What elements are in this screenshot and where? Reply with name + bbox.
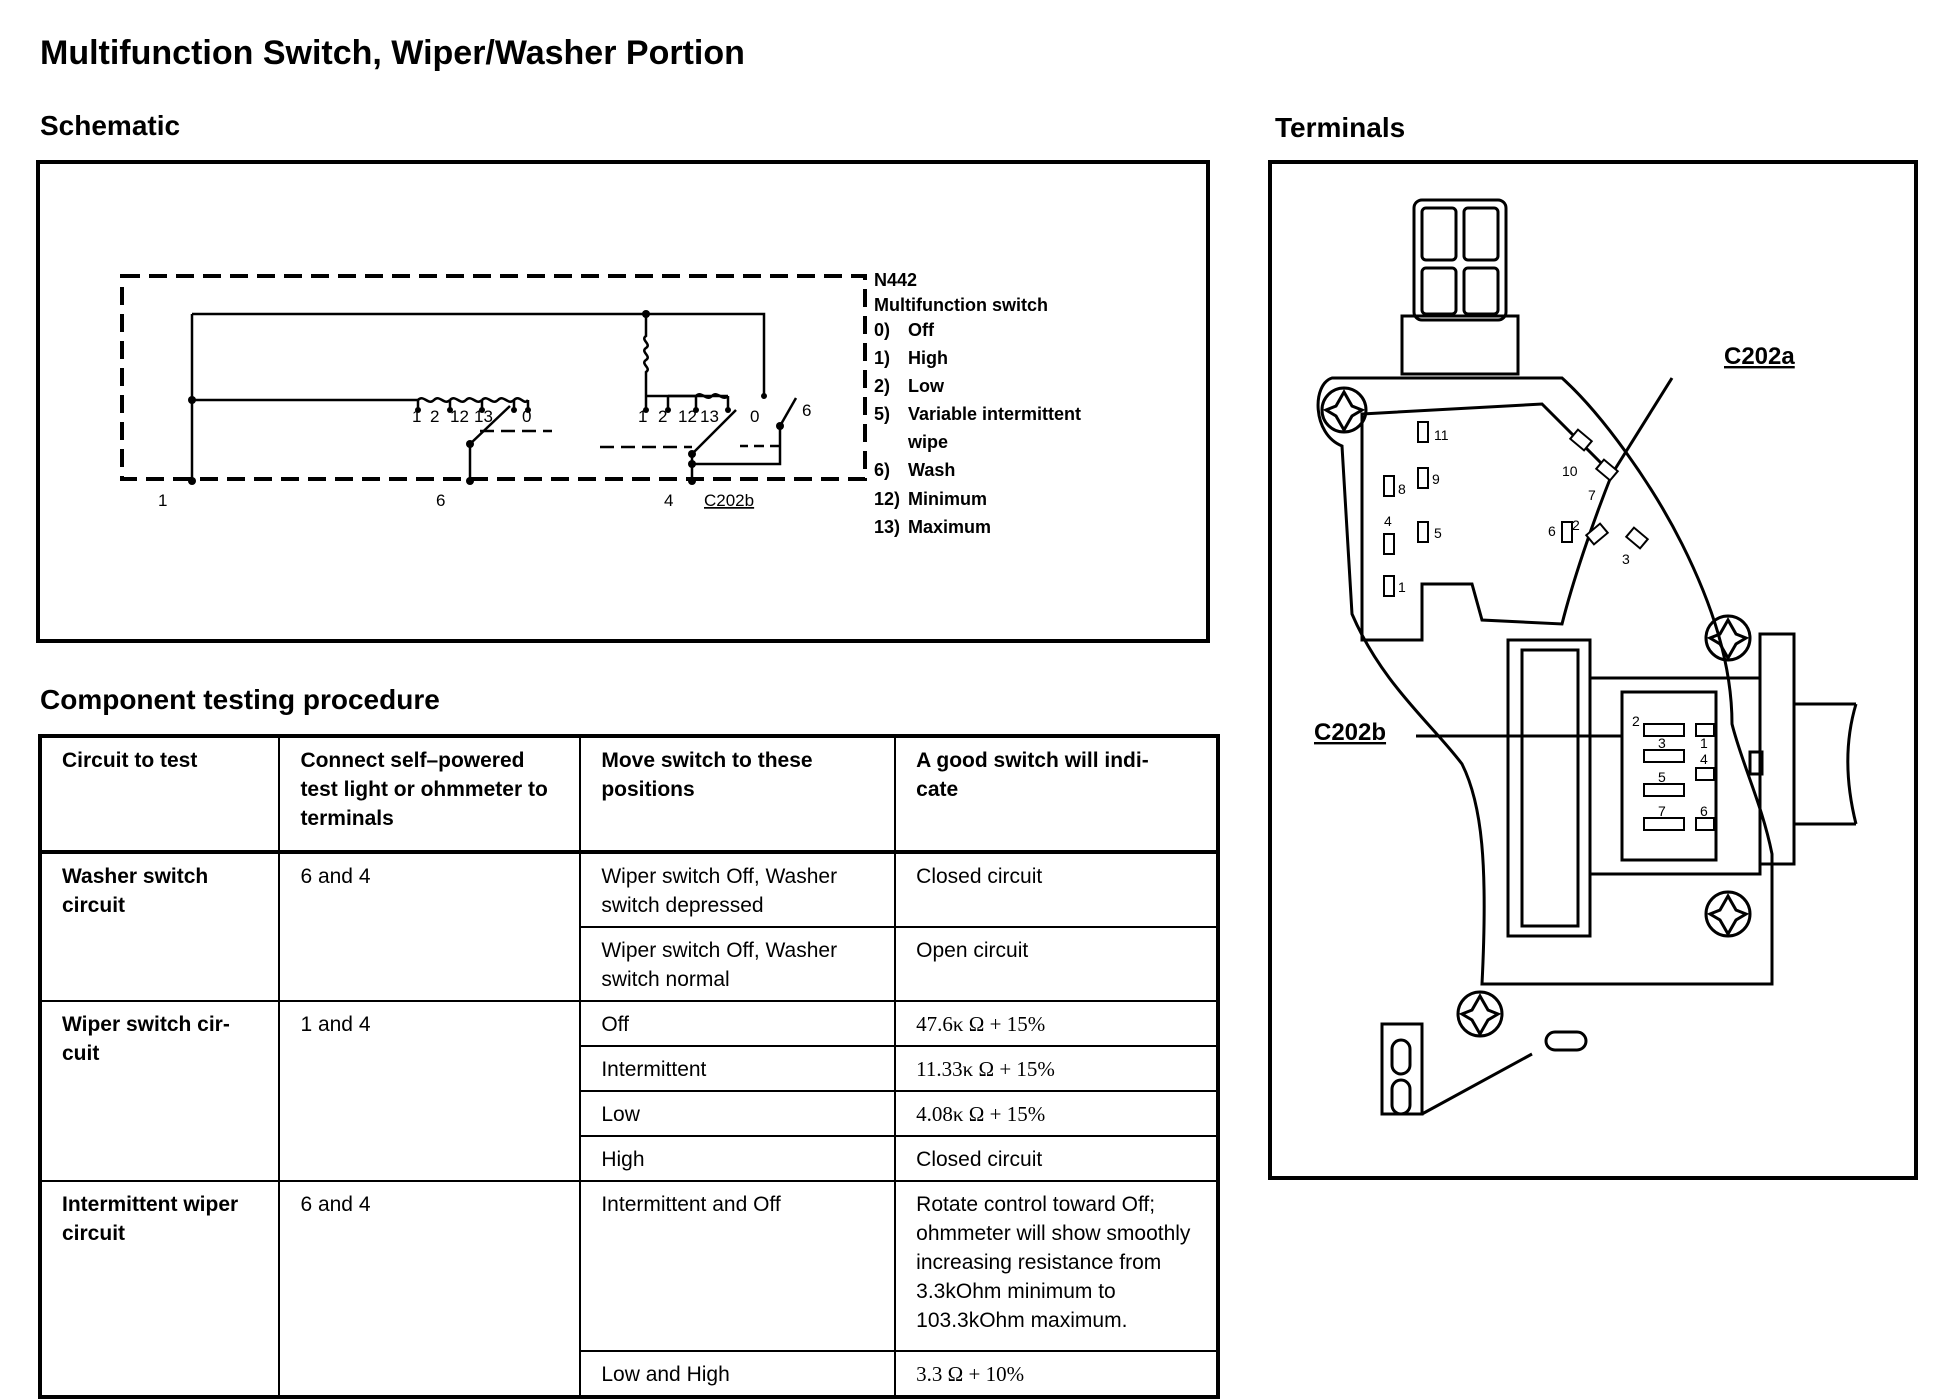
pin-label: 4 bbox=[1384, 513, 1392, 529]
terminals-cell: 6 and 4 bbox=[278, 1180, 582, 1398]
pin-label: 6 bbox=[1548, 523, 1556, 539]
contact-label: 2 bbox=[658, 407, 667, 426]
contact-label: 2 bbox=[430, 407, 439, 426]
connector-a-label: C202a bbox=[1724, 343, 1795, 370]
contact-label: 12 bbox=[450, 407, 469, 426]
result-cell: Closed circuit bbox=[894, 851, 1219, 928]
position-label: Maximum bbox=[908, 517, 991, 537]
wash-contact-label: 6 bbox=[802, 401, 811, 420]
pin-label: 2 bbox=[1632, 713, 1640, 729]
position-cell: Wiper switch Off, Washer switch depresse… bbox=[579, 851, 897, 928]
table-row: High Closed circuit bbox=[40, 1135, 1219, 1182]
position-label: wipe bbox=[907, 432, 948, 452]
column-header: Connect self–powered test light or ohmme… bbox=[278, 735, 582, 854]
schematic-heading: Schematic bbox=[40, 110, 181, 141]
position-num: 1) bbox=[874, 348, 890, 368]
column-header: A good switch will indi- cate bbox=[894, 735, 1219, 854]
contact-label: 1 bbox=[412, 407, 421, 426]
connector-label: C202b bbox=[704, 491, 754, 510]
pin-label: 8 bbox=[1398, 481, 1406, 497]
schematic-panel: 1 2 12 13 0 1 2 12 13 0 6 1 6 4 C202b N4… bbox=[36, 160, 1210, 643]
table-row: Washer switch circuit 6 and 4 Wiper swit… bbox=[38, 851, 1219, 1002]
component-name: Multifunction switch bbox=[874, 295, 1048, 315]
circuit-cell: Washer switch circuit bbox=[38, 851, 281, 1002]
result-cell: Closed circuit bbox=[894, 1135, 1219, 1182]
pin-label: 9 bbox=[1432, 471, 1440, 487]
position-cell: Low bbox=[579, 1090, 897, 1137]
result-cell: Rotate control toward Off; ohmmeter will… bbox=[894, 1180, 1219, 1352]
connector-b-label: C202b bbox=[1314, 719, 1386, 746]
position-label: Low bbox=[908, 376, 945, 396]
pin-label: 3 bbox=[1658, 735, 1666, 751]
position-cell: Intermittent and Off bbox=[579, 1180, 897, 1352]
position-list: 0) Off 1) High 2) Low 5) Variable interm… bbox=[874, 320, 1081, 537]
table-header-row: Circuit to test Connect self–powered tes… bbox=[38, 735, 1219, 854]
position-cell: Low and High bbox=[579, 1350, 897, 1398]
circuit-cell: Intermittent wiper circuit bbox=[38, 1180, 281, 1398]
pin-label: 4 bbox=[664, 491, 673, 510]
circuit-cell: Wiper switch cir- cuit bbox=[38, 1000, 281, 1182]
pin-label: 1 bbox=[1700, 735, 1708, 751]
component-id: N442 bbox=[874, 270, 917, 290]
position-num: 6) bbox=[874, 460, 890, 480]
terminals-drawing: 11 9 8 4 5 1 10 7 6 2 3 2 1 3 4 5 7 6 C2… bbox=[1314, 198, 1858, 1116]
position-cell: Wiper switch Off, Washer switch normal bbox=[579, 926, 897, 1002]
pin-label: 2 bbox=[1572, 517, 1580, 533]
result-cell: 11.33κ Ω + 15% bbox=[894, 1045, 1219, 1092]
column-header: Move switch to these positions bbox=[579, 735, 897, 854]
table-row: Intermittent 11.33κ Ω + 15% bbox=[40, 1045, 1219, 1092]
procedure-heading: Component testing procedure bbox=[40, 684, 440, 715]
contact-label: 0 bbox=[750, 407, 759, 426]
position-cell: Off bbox=[579, 1000, 897, 1047]
pin-label: 6 bbox=[1700, 803, 1708, 819]
pin-label: 10 bbox=[1562, 463, 1578, 479]
pin-label: 5 bbox=[1658, 769, 1666, 785]
position-label: High bbox=[908, 348, 948, 368]
pin-label: 7 bbox=[1588, 487, 1596, 503]
table-row: Wiper switch Off, Washer switch normal O… bbox=[40, 926, 1219, 1002]
terminals-cell: 1 and 4 bbox=[278, 1000, 582, 1182]
table-row: Wiper switch cir- cuit 1 and 4 Off 47.6κ… bbox=[38, 1000, 1219, 1182]
contact-label: 13 bbox=[474, 407, 493, 426]
terminals-cell: 6 and 4 bbox=[278, 851, 582, 1002]
contact-label: 12 bbox=[678, 407, 697, 426]
schematic-diagram: 1 2 12 13 0 1 2 12 13 0 6 1 6 4 C202b N4… bbox=[120, 270, 1081, 537]
contact-label: 13 bbox=[700, 407, 719, 426]
position-num: 13) bbox=[874, 517, 900, 537]
pin-label: 5 bbox=[1434, 525, 1442, 541]
pin-label: 3 bbox=[1622, 551, 1630, 567]
position-cell: Intermittent bbox=[579, 1045, 897, 1092]
position-num: 0) bbox=[874, 320, 890, 340]
contact-label: 0 bbox=[522, 407, 531, 426]
pin-label: 7 bbox=[1658, 803, 1666, 819]
page-title: Multifunction Switch, Wiper/Washer Porti… bbox=[40, 34, 745, 72]
pin-label: 1 bbox=[158, 491, 167, 510]
result-cell: Open circuit bbox=[894, 926, 1219, 1002]
position-label: Minimum bbox=[908, 489, 987, 509]
position-label: Off bbox=[908, 320, 935, 340]
pin-label: 4 bbox=[1700, 751, 1708, 767]
position-cell: High bbox=[579, 1135, 897, 1182]
position-num: 5) bbox=[874, 404, 890, 424]
pin-label: 1 bbox=[1398, 579, 1406, 595]
position-label: Wash bbox=[908, 460, 955, 480]
procedure-table: Circuit to test Connect self–powered tes… bbox=[38, 734, 1220, 1399]
result-cell: 4.08κ Ω + 15% bbox=[894, 1090, 1219, 1137]
terminals-heading: Terminals bbox=[1275, 112, 1406, 143]
table-row: Intermittent wiper circuit 6 and 4 Inter… bbox=[38, 1180, 1219, 1398]
result-cell: 3.3 Ω + 10% bbox=[894, 1350, 1219, 1398]
pin-label: 6 bbox=[436, 491, 445, 510]
position-num: 12) bbox=[874, 489, 900, 509]
column-header: Circuit to test bbox=[38, 735, 281, 854]
result-cell: 47.6κ Ω + 15% bbox=[894, 1000, 1219, 1047]
contact-label: 1 bbox=[638, 407, 647, 426]
pin-label: 11 bbox=[1434, 427, 1449, 443]
position-num: 2) bbox=[874, 376, 890, 396]
table-row: Low 4.08κ Ω + 15% bbox=[40, 1090, 1219, 1137]
position-label: Variable intermittent bbox=[908, 404, 1081, 424]
terminals-panel: 11 9 8 4 5 1 10 7 6 2 3 2 1 3 4 5 7 6 C2… bbox=[1268, 160, 1918, 1180]
